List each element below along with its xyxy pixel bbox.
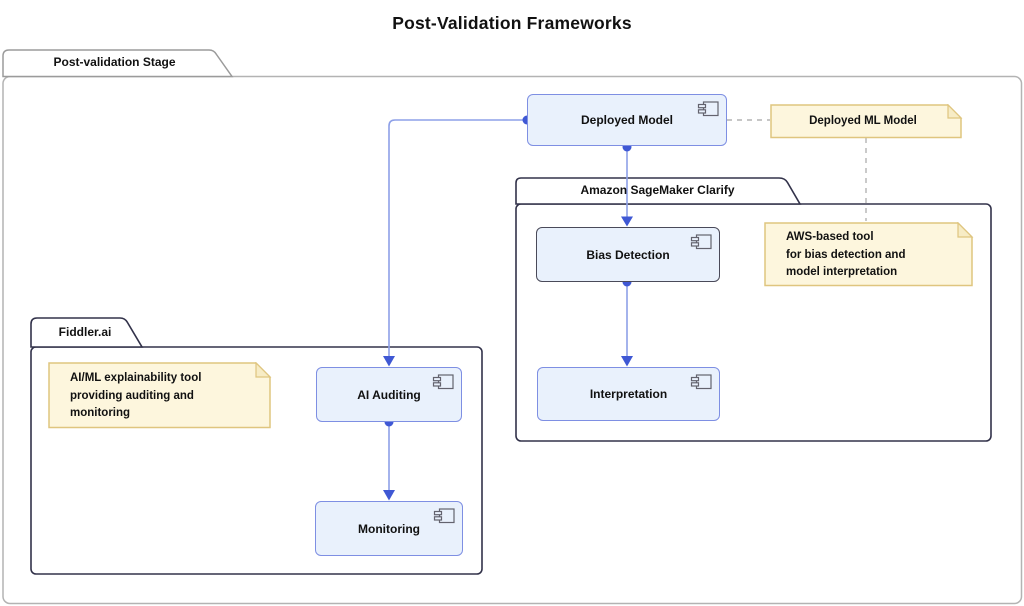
node-label: Monitoring: [358, 521, 420, 536]
node-deployed-model: Deployed Model: [527, 94, 727, 146]
note-aws-tool: [764, 222, 974, 287]
note-deployed-ml-model: [770, 104, 963, 139]
note-line: model interpretation: [786, 266, 898, 278]
node-label: AI Auditing: [357, 387, 421, 402]
node-label: Interpretation: [589, 387, 668, 401]
note-fold-corner: [957, 222, 974, 238]
component-icon: [432, 374, 454, 390]
node-label: Deployed Model: [580, 113, 673, 127]
note-line: for bias detection and: [786, 248, 906, 261]
note-line: AI/ML explainability tool: [70, 372, 202, 384]
component-icon: [690, 234, 712, 250]
note-fold-corner: [947, 104, 963, 119]
package-sagemaker-tab-label: Amazon SageMaker Clarify: [580, 183, 735, 197]
note-aws-tool-text: AWS-based tool for bias detection and mo…: [786, 229, 966, 282]
note-shape: [770, 104, 962, 139]
note-line: providing auditing and: [70, 389, 194, 402]
note-shape: [764, 222, 973, 287]
package-fiddler-tab-label: Fiddler.ai: [58, 325, 112, 339]
note-fiddler-tool: [48, 362, 272, 429]
stage-tab-label: Post-validation Stage: [53, 55, 176, 69]
page-title: Post-Validation Frameworks: [392, 13, 632, 33]
package-fiddler-tab: [30, 317, 144, 348]
note-fiddler-tool-text: AI/ML explainability tool providing audi…: [70, 370, 260, 423]
node-interpretation: Interpretation: [537, 367, 720, 421]
note-line: monitoring: [70, 407, 131, 419]
node-ai-auditing: AI Auditing: [316, 367, 462, 422]
note-deployed-ml-model-text: Deployed ML Model: [809, 115, 917, 127]
component-icon: [433, 508, 455, 524]
node-bias-detection: Bias Detection: [536, 227, 720, 282]
stage-tab: [2, 49, 234, 78]
note-line: AWS-based tool: [786, 231, 874, 243]
node-monitoring: Monitoring: [315, 501, 463, 556]
note-fold-corner: [255, 362, 272, 378]
component-icon: [697, 101, 719, 117]
note-shape: [48, 362, 271, 429]
component-icon: [690, 374, 712, 390]
node-label: Bias Detection: [586, 247, 670, 262]
